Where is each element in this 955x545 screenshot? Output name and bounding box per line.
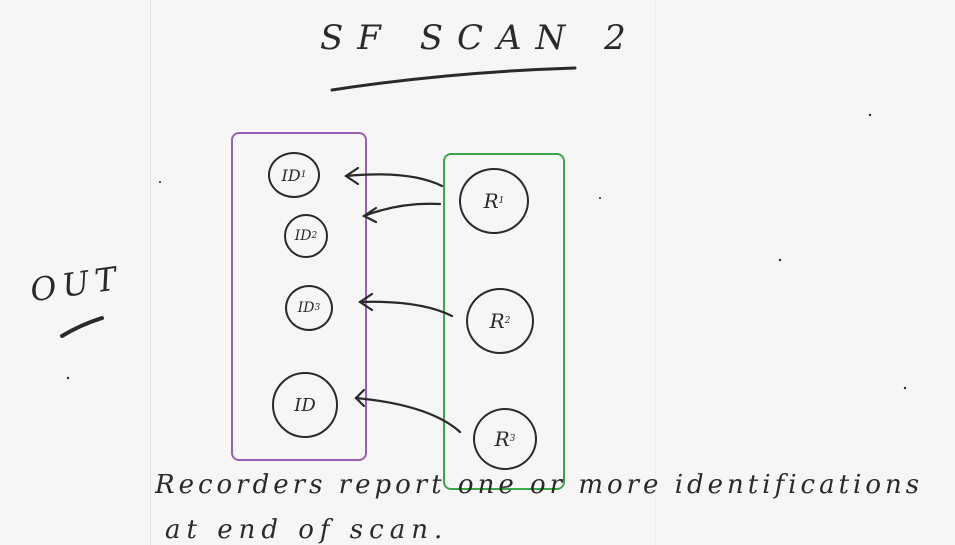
node-label: R xyxy=(494,427,510,451)
identification-node: ID xyxy=(272,372,338,438)
arrowhead xyxy=(361,206,378,224)
node-label: ID xyxy=(294,394,316,416)
node-label: ID xyxy=(281,165,301,185)
node-subscript: 2 xyxy=(311,231,318,241)
node-label: R xyxy=(483,189,499,213)
node-subscript: 1 xyxy=(300,170,307,180)
paper-fold-line xyxy=(655,0,656,545)
node-subscript: 3 xyxy=(509,434,516,444)
node-subscript: 1 xyxy=(498,196,505,206)
recorder-group-box xyxy=(443,153,565,490)
node-label: R xyxy=(489,309,505,333)
node-label: ID xyxy=(297,300,315,316)
arrowhead xyxy=(354,388,366,408)
arrow-r1-to-id2 xyxy=(362,202,442,218)
paper-specks xyxy=(66,113,907,390)
arrow-r3-to-id4 xyxy=(354,396,462,434)
arrowhead xyxy=(358,292,374,312)
arrow-r1-to-id1 xyxy=(344,173,444,188)
node-label: ID xyxy=(294,228,312,244)
caption-line-1: Recorders report one or more identificat… xyxy=(155,470,924,500)
arrowhead xyxy=(344,166,360,186)
paper-fold-line xyxy=(150,0,151,545)
caption-line-2: at end of scan. xyxy=(165,515,449,545)
node-subscript: 3 xyxy=(314,303,321,313)
arrow-r2-to-id3 xyxy=(358,300,454,318)
diagram-title: SF SCAN 2 xyxy=(320,18,640,58)
identification-group-box xyxy=(231,132,367,461)
node-subscript: 2 xyxy=(504,316,511,326)
